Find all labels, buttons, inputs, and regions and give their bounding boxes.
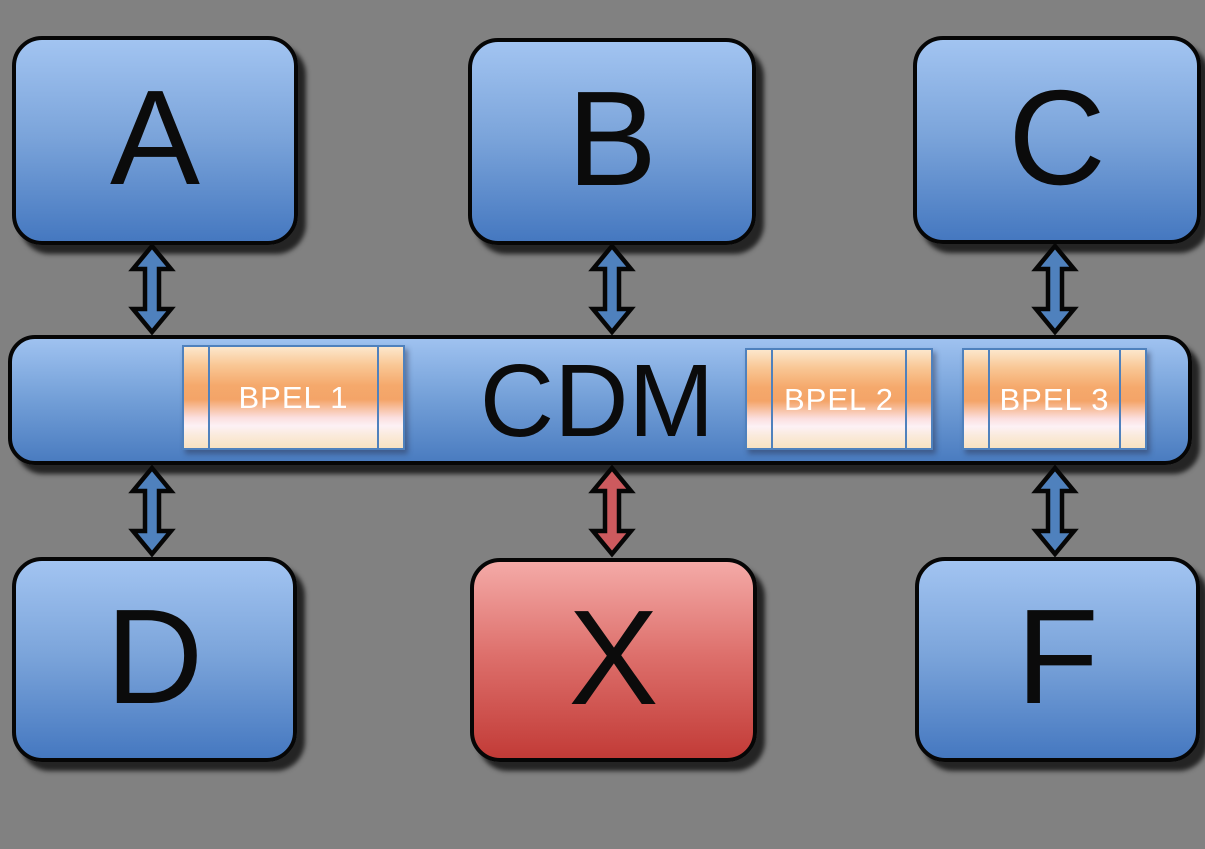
double-arrow-icon xyxy=(1031,242,1079,336)
node-b-label: B xyxy=(566,63,658,214)
node-f: F xyxy=(915,557,1200,762)
node-x-label: X xyxy=(568,581,659,733)
double-arrow-icon xyxy=(128,242,176,336)
bpel-3-label: BPEL 3 xyxy=(999,381,1110,417)
arrow-cdm-x xyxy=(588,464,636,558)
cdm-label: CDM xyxy=(479,342,715,458)
cdm-bus: BPEL 1 CDM BPEL 2 BPEL 3 xyxy=(8,335,1192,465)
node-a: A xyxy=(12,36,298,245)
double-arrow-icon xyxy=(588,242,636,336)
arrow-c-cdm xyxy=(1031,242,1079,336)
arrow-cdm-f xyxy=(1031,464,1079,558)
arrow-cdm-d xyxy=(128,464,176,558)
node-x: X xyxy=(470,558,757,762)
bpel-1-box: BPEL 1 xyxy=(182,345,405,450)
double-arrow-icon xyxy=(588,464,636,558)
bpel-2-box: BPEL 2 xyxy=(745,348,933,450)
arrow-a-cdm xyxy=(128,242,176,336)
node-c-label: C xyxy=(1008,61,1106,213)
node-b: B xyxy=(468,38,756,245)
node-f-label: F xyxy=(1016,581,1099,732)
double-arrow-icon xyxy=(128,464,176,558)
bpel-2-label: BPEL 2 xyxy=(784,381,894,417)
bpel-1-label: BPEL 1 xyxy=(238,380,349,415)
node-a-label: A xyxy=(109,62,201,213)
double-arrow-icon xyxy=(1031,464,1079,558)
node-d-label: D xyxy=(105,581,204,732)
node-d: D xyxy=(12,557,297,762)
arrow-b-cdm xyxy=(588,242,636,336)
node-c: C xyxy=(913,36,1201,244)
bpel-3-box: BPEL 3 xyxy=(962,348,1147,450)
